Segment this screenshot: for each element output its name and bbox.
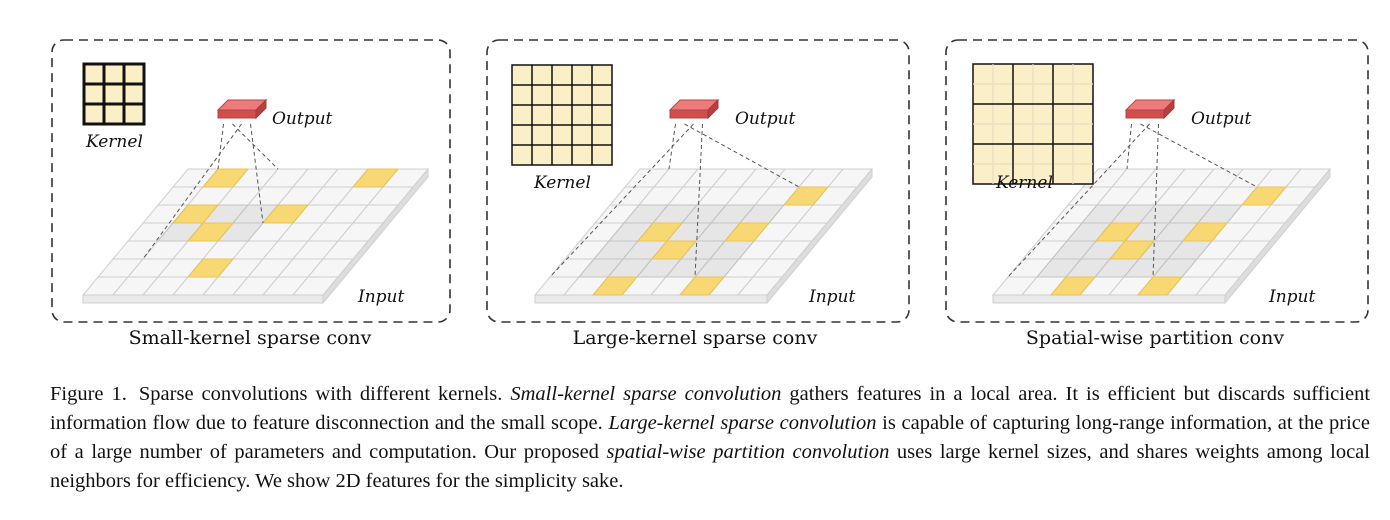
- output-cell-front: [669, 109, 709, 119]
- projection-line: [684, 123, 800, 188]
- output-cell-side: [255, 98, 267, 120]
- active-input-cell: [351, 168, 400, 188]
- projection-line: [1152, 123, 1159, 278]
- active-input-cell: [650, 240, 698, 260]
- caption-text-3: Large-kernel sparse convolution: [608, 412, 877, 434]
- kernel-grid: [511, 64, 613, 166]
- panel-title-spatial-partition: Spatial-wise partition conv: [1025, 327, 1285, 349]
- active-input-cell: [1108, 240, 1156, 260]
- panel-border: [51, 39, 451, 323]
- active-input-cell: [261, 204, 310, 224]
- output-cell-front: [1125, 109, 1165, 119]
- input-grid-cell: [291, 276, 340, 296]
- output-label: Output: [1191, 109, 1252, 129]
- panel-title-large-kernel: Large-kernel sparse conv: [572, 327, 818, 349]
- kernel-label: Kernel: [995, 173, 1053, 193]
- input-label: Input: [357, 287, 404, 307]
- caption-text-2: gathers features in a local area. It is …: [50, 383, 1371, 434]
- projection-line: [232, 123, 279, 170]
- kernel-grid: [82, 62, 146, 126]
- panel-title-small-kernel: Small-kernel sparse conv: [128, 327, 372, 349]
- input-grid-cell: [1194, 276, 1242, 296]
- output-cell-front: [217, 109, 257, 119]
- figure-label: Figure 1.: [50, 383, 127, 405]
- active-input-cell: [1049, 276, 1097, 296]
- output-cell-side: [707, 98, 719, 120]
- projection-line: [217, 123, 224, 170]
- caption-text-1: Small-kernel sparse convolution: [510, 383, 782, 405]
- input-plate-front: [992, 294, 1226, 304]
- projection-line: [250, 123, 264, 224]
- caption-text-4: is capable of capturing long-range infor…: [50, 412, 1370, 463]
- caption-text-5: spatial-wise partition convolution: [606, 441, 890, 463]
- caption-text-0: Sparse convolutions with different kerne…: [138, 383, 511, 405]
- panel-border: [486, 39, 910, 323]
- output-label: Output: [735, 109, 796, 129]
- active-input-cell: [1181, 222, 1229, 242]
- input-plate-front: [534, 294, 768, 304]
- active-input-cell: [1136, 276, 1184, 296]
- active-input-cell: [678, 276, 726, 296]
- projection-line: [1140, 123, 1258, 188]
- input-label: Input: [1268, 287, 1315, 307]
- active-input-cell: [782, 186, 830, 206]
- panel-border: [945, 39, 1369, 323]
- input-grid-cell: [736, 276, 784, 296]
- projection-line: [694, 123, 703, 278]
- active-input-cell: [186, 258, 235, 278]
- caption-text-6: uses large kernel sizes, and shares weig…: [50, 441, 1370, 492]
- output-label: Output: [272, 109, 333, 129]
- kernel-label: Kernel: [85, 132, 143, 152]
- active-input-cell: [723, 222, 771, 242]
- input-label: Input: [808, 287, 855, 307]
- input-plate-front: [82, 294, 324, 304]
- active-input-cell: [1240, 186, 1288, 206]
- active-input-cell: [186, 222, 235, 242]
- figure-caption: Figure 1. Sparse convolutions with diffe…: [50, 380, 1370, 496]
- active-input-cell: [201, 168, 250, 188]
- output-cell-side: [1163, 98, 1175, 120]
- kernel-label: Kernel: [533, 173, 591, 193]
- active-input-cell: [591, 276, 639, 296]
